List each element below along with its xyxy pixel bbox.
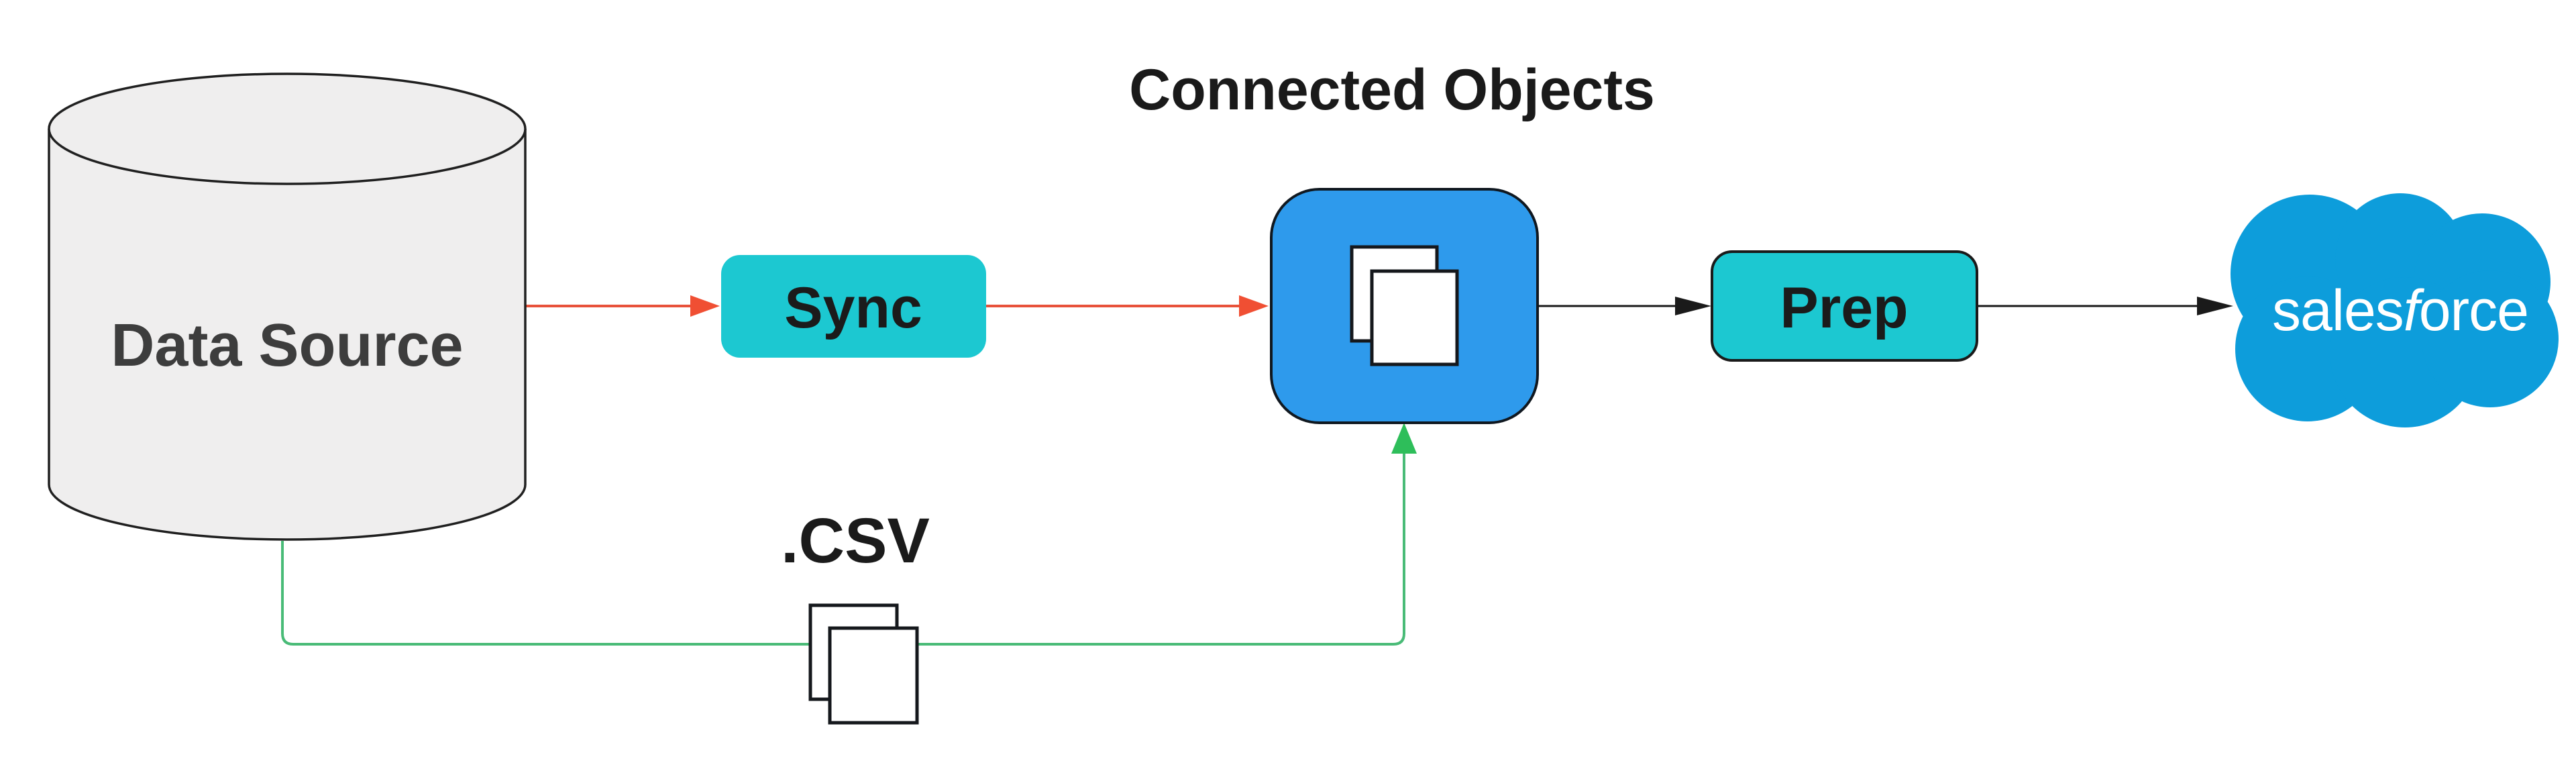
database-cylinder-top xyxy=(48,72,527,185)
csv-flow-arrowhead-up-icon xyxy=(1391,423,1417,454)
sync-label: Sync xyxy=(784,276,922,340)
node-connected-objects xyxy=(1270,188,1539,424)
csv-label: .CSV xyxy=(781,505,930,576)
connected-objects-title: Connected Objects xyxy=(1129,58,1655,122)
documents-icon xyxy=(828,626,919,725)
node-data-source: Data Source xyxy=(48,72,527,541)
node-prep: Prep xyxy=(1711,250,1978,362)
data-source-label: Data Source xyxy=(111,312,463,379)
salesforce-cloud-icon xyxy=(2231,193,2559,427)
black-arrowhead-icon xyxy=(2197,297,2233,315)
database-cylinder-body xyxy=(48,129,527,541)
node-salesforce: salesforce xyxy=(2231,193,2559,427)
red-arrowhead-icon xyxy=(690,295,720,317)
documents-icon xyxy=(1370,269,1459,366)
sync-box xyxy=(721,255,986,358)
prep-label: Prep xyxy=(1780,276,1908,340)
red-arrowhead-icon xyxy=(1239,295,1269,317)
salesforce-wordmark: salesforce xyxy=(2272,278,2528,343)
node-csv: .CSV xyxy=(781,505,930,725)
node-sync: Sync xyxy=(721,255,986,358)
black-arrowhead-icon xyxy=(1675,297,1711,315)
prep-box xyxy=(1711,250,1978,362)
